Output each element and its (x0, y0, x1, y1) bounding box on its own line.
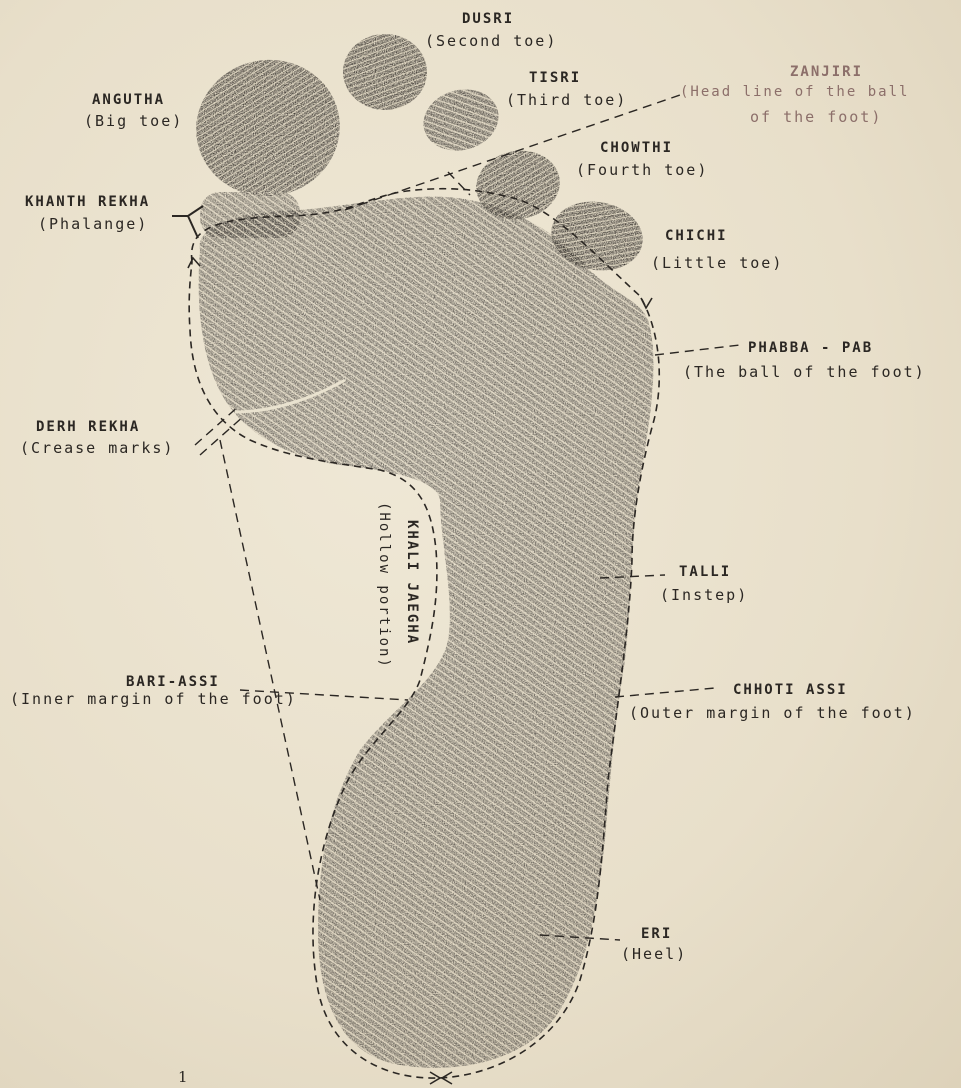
label-phabba-desc: (The ball of the foot) (683, 363, 926, 381)
label-angutha-desc: (Big toe) (84, 112, 183, 130)
label-chichi-desc: (Little toe) (651, 254, 783, 272)
label-chichi: CHICHI (665, 227, 728, 245)
label-dusri: DUSRI (462, 10, 514, 28)
label-zanjiri-desc-2: of the foot) (750, 108, 882, 126)
label-derh-rekha-desc: (Crease marks) (20, 439, 174, 457)
label-tisri: TISRI (529, 69, 581, 87)
label-khanth-rekha-desc: (Phalange) (38, 215, 148, 233)
label-chowthi-desc: (Fourth toe) (576, 161, 708, 179)
label-zanjiri: ZANJIRI (790, 63, 863, 81)
label-eri-desc: (Heel) (621, 945, 687, 963)
label-bari-assi: BARI-ASSI (126, 673, 220, 691)
phalange-bracket (172, 206, 203, 238)
label-khali-jaegha: KHALI JAEGHA (402, 520, 422, 645)
label-chhoti-assi: CHHOTI ASSI (733, 681, 848, 699)
label-eri: ERI (641, 925, 672, 943)
label-khanth-rekha: KHANTH REKHA (25, 193, 150, 211)
label-khali-jaegha-desc: (Hollow portion) (374, 502, 394, 669)
label-chhoti-assi-desc: (Outer margin of the foot) (629, 704, 916, 722)
label-talli: TALLI (679, 563, 731, 581)
label-zanjiri-desc-1: (Head line of the ball (680, 83, 909, 101)
label-derh-rekha: DERH REKHA (36, 418, 140, 436)
label-angutha: ANGUTHA (92, 91, 165, 109)
page-number: 1 (178, 1068, 188, 1086)
label-talli-desc: (Instep) (660, 586, 748, 604)
label-chowthi: CHOWTHI (600, 139, 673, 157)
label-bari-assi-desc: (Inner margin of the foot) (10, 690, 297, 708)
label-phabba: PHABBA - PAB (748, 339, 873, 357)
label-dusri-desc: (Second toe) (425, 32, 557, 50)
label-tisri-desc: (Third toe) (506, 91, 627, 109)
